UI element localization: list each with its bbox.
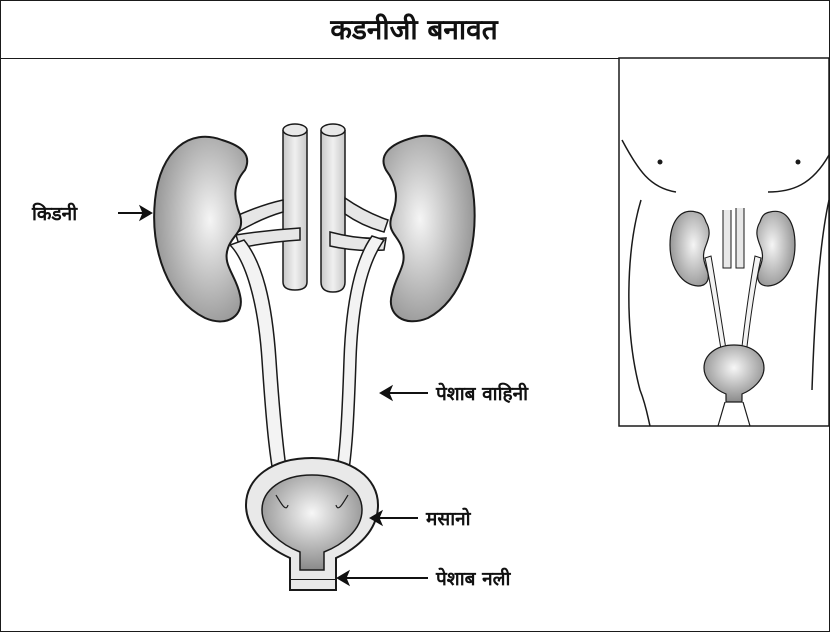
aorta-top: [321, 124, 345, 136]
right-kidney: [384, 136, 475, 322]
urethra: [290, 580, 336, 590]
renal-vessel-right: [345, 198, 388, 232]
bladder-inner: [262, 475, 362, 570]
label-ureter: पेशाब वाहिनी: [435, 382, 529, 405]
vena-cava-top: [283, 124, 307, 136]
body-inset: [619, 58, 829, 426]
vena-cava: [283, 130, 307, 290]
label-urethra: पेशाब नली: [435, 567, 512, 590]
left-kidney: [154, 137, 247, 322]
nipple-left: [658, 160, 663, 165]
aorta: [321, 130, 345, 292]
bladder-group: [246, 458, 378, 590]
label-kidney: किडनी: [31, 202, 78, 225]
label-bladder: मसानो: [425, 507, 472, 530]
nipple-right: [796, 160, 801, 165]
